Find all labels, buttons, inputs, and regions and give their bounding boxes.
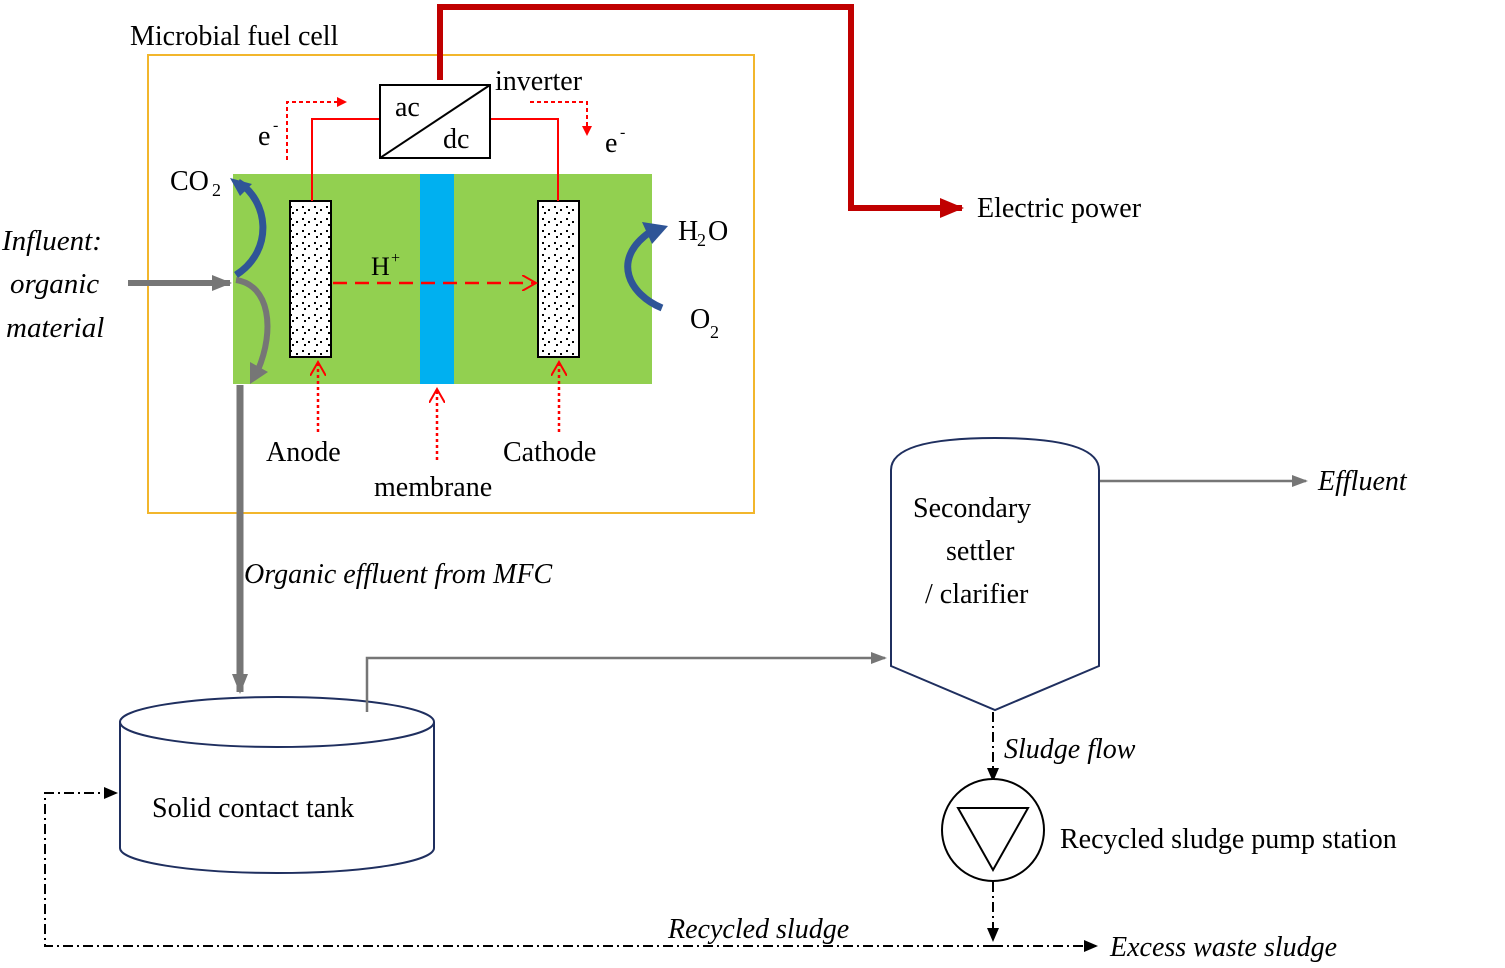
influent-line-1: Influent: [1, 225, 102, 257]
influent-line-3: material [6, 312, 104, 344]
organic-effluent-label: Organic effluent from MFC [244, 559, 553, 590]
electric-power-line [437, 4, 964, 218]
h2o-label-h: H [678, 216, 698, 247]
settler-line-3: / clarifier [925, 579, 1029, 610]
recycled-sludge-line [44, 787, 993, 947]
h2o-arrow [624, 229, 664, 312]
excess-sludge-label: Excess waste sludge [1109, 932, 1337, 963]
co2-sub: 2 [212, 180, 221, 200]
pump-triangle-icon [956, 807, 1030, 873]
pump-label: Recycled sludge pump station [1060, 824, 1397, 855]
o2-label: O [690, 304, 710, 335]
tank-to-settler-line [365, 652, 887, 712]
co2-label: CO [170, 166, 209, 197]
cathode-electrode [537, 200, 580, 358]
co2-arrow [233, 179, 267, 278]
electron-left-sup: - [273, 117, 278, 134]
electron-right: e [605, 128, 617, 159]
cathode-label: Cathode [503, 437, 596, 468]
settler-line-2: settler [946, 536, 1015, 567]
inverter-dc: dc [443, 124, 469, 155]
electron-arrow-right [530, 101, 592, 136]
solid-contact-tank [119, 722, 435, 874]
anode-wire [311, 118, 380, 201]
membrane-label: membrane [374, 472, 492, 503]
electron-left: e [258, 121, 270, 152]
proton-sup: + [391, 250, 400, 267]
settler-line-1: Secondary [913, 493, 1031, 524]
recycled-sludge-label: Recycled sludge [667, 914, 849, 945]
electron-arrow-left [286, 97, 347, 160]
inverter-ac: ac [395, 92, 420, 123]
mfc-title: Microbial fuel cell [130, 21, 339, 52]
cathode-wire [490, 118, 559, 201]
o2-sub: 2 [710, 322, 719, 342]
electric-power-label: Electric power [977, 193, 1142, 224]
membrane [420, 174, 454, 384]
proton-label: H [371, 252, 390, 281]
anode-label: Anode [266, 437, 341, 468]
inverter-label: inverter [495, 66, 583, 97]
pump-station [941, 778, 1045, 882]
influent-line-2: organic [10, 268, 99, 300]
secondary-settler [890, 436, 1100, 712]
effluent-label: Effluent [1317, 466, 1408, 497]
h2o-label-sub: 2 [697, 230, 706, 250]
anode-electrode [289, 200, 332, 358]
sludge-flow-label: Sludge flow [1004, 734, 1136, 765]
tank-label: Solid contact tank [152, 793, 354, 824]
h2o-label-o: O [708, 216, 728, 247]
electron-right-sup: - [620, 124, 625, 141]
